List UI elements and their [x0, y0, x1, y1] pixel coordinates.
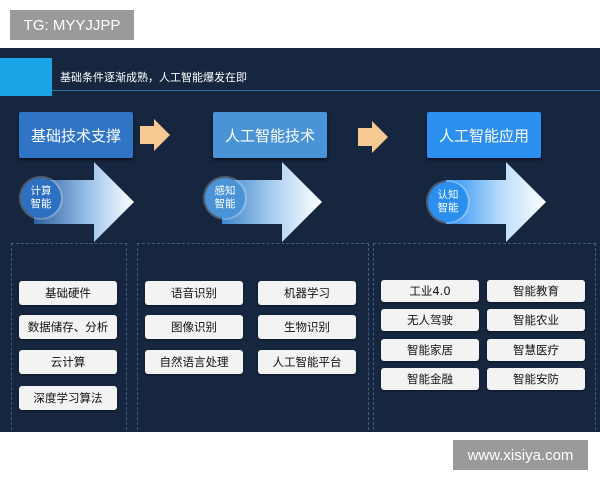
header-caption: 基础条件逐渐成熟，人工智能爆发在即: [60, 71, 247, 84]
watermark-bottom: www.xisiya.com: [453, 440, 588, 470]
item-technology: 自然语言处理: [145, 350, 243, 374]
item-application: 工业4.0: [381, 280, 479, 302]
circle-computing-intelligence: 计算 智能: [21, 178, 61, 218]
item-application: 智能安防: [487, 368, 585, 390]
diagram-panel: 基础条件逐渐成熟，人工智能爆发在即 基础技术支撑 人工智能技术 人工智能应用: [0, 48, 600, 432]
circle-label-line1: 计算: [30, 185, 52, 197]
progression-arrow-icon: [34, 162, 134, 242]
stage-title-application: 人工智能应用: [427, 112, 541, 158]
item-foundation: 深度学习算法: [19, 386, 117, 410]
circle-label-line2: 智能: [437, 202, 459, 214]
progression-arrow-icon: [222, 162, 322, 242]
item-technology: 图像识别: [145, 315, 243, 339]
item-application: 智能农业: [487, 309, 585, 331]
item-foundation: 数据储存、分析: [19, 315, 117, 339]
stage-title-foundation: 基础技术支撑: [19, 112, 133, 158]
circle-label-line2: 智能: [30, 198, 52, 210]
item-application: 无人驾驶: [381, 309, 479, 331]
watermark-top: TG: MYYJJPP: [10, 10, 134, 40]
orange-arrow-icon: [140, 119, 170, 151]
item-technology: 生物识别: [258, 315, 356, 339]
group-application-items: [373, 243, 596, 432]
item-application: 智能家居: [381, 339, 479, 361]
header-accent-bar: [0, 58, 52, 96]
circle-cognitive-intelligence: 认知 智能: [428, 182, 468, 222]
item-application: 智能金融: [381, 368, 479, 390]
item-application: 智慧医疗: [487, 339, 585, 361]
circle-perceptual-intelligence: 感知 智能: [205, 178, 245, 218]
circle-label-line1: 认知: [437, 189, 459, 201]
progression-arrow-icon: [446, 162, 546, 242]
stage-title-technology: 人工智能技术: [213, 112, 327, 158]
item-foundation: 基础硬件: [19, 281, 117, 305]
item-foundation: 云计算: [19, 350, 117, 374]
header-divider: [52, 90, 600, 91]
circle-label-line2: 智能: [214, 198, 236, 210]
item-application: 智能教育: [487, 280, 585, 302]
item-technology: 机器学习: [258, 281, 356, 305]
circle-label-line1: 感知: [214, 185, 236, 197]
item-technology: 语音识别: [145, 281, 243, 305]
group-technology-items: [137, 243, 369, 432]
orange-arrow-icon: [358, 121, 388, 153]
item-technology: 人工智能平台: [258, 350, 356, 374]
group-foundation-items: [11, 243, 127, 432]
